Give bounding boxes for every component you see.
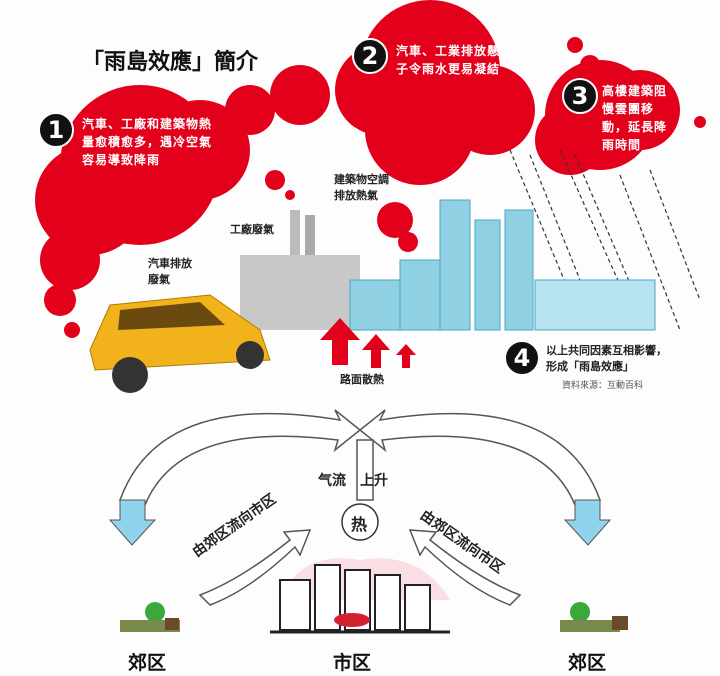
downtown <box>270 558 450 634</box>
badge-1: 1 <box>38 112 74 148</box>
page-title: 「雨島效應」簡介 <box>82 50 259 75</box>
source-note: 資料來源：互動百科 <box>562 381 644 391</box>
suburb-left <box>120 602 180 632</box>
point-4-text: 以上共同因素互相影響，形成「雨島效應」 <box>546 344 667 373</box>
heat-label: 热 <box>351 515 368 534</box>
car <box>89 294 271 393</box>
label-factory: 工廠廢氣 <box>230 223 274 236</box>
badge-4: 4 <box>504 340 540 376</box>
factory <box>240 210 360 330</box>
label-car: 汽車排放廢氣 <box>148 257 192 286</box>
airflow-label: 气流 上升 <box>318 473 388 489</box>
heat-circle <box>341 503 379 541</box>
down-arrows <box>108 499 612 546</box>
label-building-ac: 建築物空調排放熱氣 <box>334 173 389 202</box>
badge-3: 3 <box>562 78 598 114</box>
suburb-left-label: 郊区 <box>128 652 167 674</box>
point-2-text: 汽車、工業排放懸浮粒子令雨水更易凝結 <box>396 44 527 76</box>
label-road-heat: 路面散熱 <box>340 373 384 386</box>
airflow-arrows <box>118 409 602 606</box>
heat-arrows <box>320 318 416 368</box>
city-label: 市区 <box>333 652 372 674</box>
suburb-right <box>560 602 628 632</box>
point-3-text: 高樓建築阻慢雲團移動，延長降雨時間 <box>602 84 668 152</box>
suburb-right-label: 郊区 <box>568 652 607 674</box>
badge-2: 2 <box>352 38 388 74</box>
point-1-text: 汽車、工廠和建築物熱量愈積愈多，遇冷空氣容易導致降雨 <box>82 117 213 167</box>
city-buildings <box>349 199 656 331</box>
